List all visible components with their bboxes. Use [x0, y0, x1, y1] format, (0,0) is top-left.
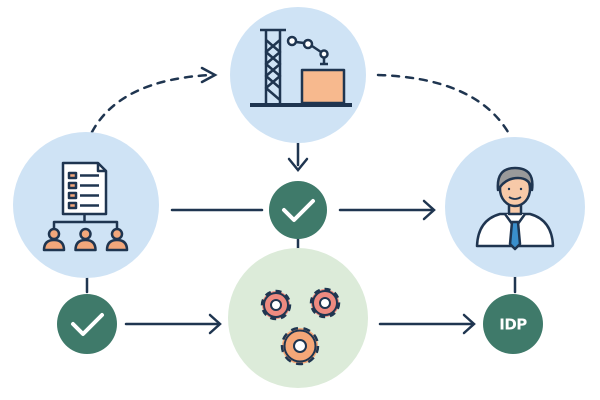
arrowhead-gears — [208, 313, 222, 335]
gear-icon — [260, 289, 292, 321]
check-badge-center — [269, 181, 327, 239]
machine-node — [230, 7, 366, 143]
idp-badge-label: IDP — [499, 316, 527, 334]
businessman-icon — [475, 166, 555, 251]
checkmark-icon — [282, 199, 315, 222]
checkmark-icon — [71, 313, 104, 336]
check-badge-left — [57, 294, 117, 354]
idp-badge: IDP — [483, 294, 543, 354]
gear-icon — [280, 326, 320, 366]
gears-node-circle — [228, 248, 368, 388]
machine-node-circle — [230, 7, 366, 143]
arrowhead-machine-left — [200, 66, 218, 84]
robot-arm-icon — [250, 28, 352, 107]
gears-icon — [260, 287, 341, 366]
arrowhead-idp — [462, 313, 476, 335]
arrowhead-down-check — [287, 157, 309, 172]
person-node — [445, 137, 585, 277]
dashed-connector-team-machine — [90, 73, 212, 134]
arrowhead-person — [422, 199, 436, 221]
team-document-icon — [42, 161, 129, 252]
gear-icon — [309, 287, 341, 319]
team-node — [13, 132, 159, 278]
gears-node — [228, 248, 368, 388]
connectors — [85, 66, 517, 335]
dashed-connector-machine-person — [376, 73, 510, 134]
